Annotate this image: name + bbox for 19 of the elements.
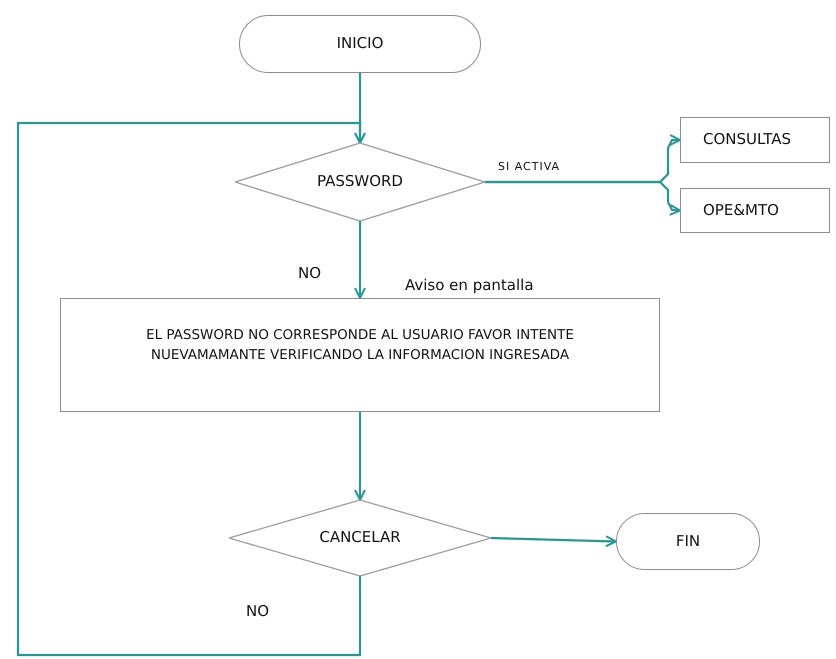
- node-label: CANCELAR: [319, 527, 401, 548]
- arrow: [490, 535, 617, 548]
- arrow: [16, 122, 366, 656]
- node-label: INICIO: [336, 33, 384, 54]
- process-box: [680, 188, 830, 233]
- edge-label: SI ACTIVA: [498, 160, 560, 173]
- arrow: [354, 221, 366, 299]
- node-label: PASSWORD: [316, 171, 403, 192]
- process-box: [680, 117, 830, 163]
- decision-diamond: [235, 143, 485, 221]
- decision-diamond: [229, 500, 491, 576]
- node-label: CONSULTAS: [703, 129, 792, 150]
- note-text: Aviso en pantalla: [405, 276, 534, 294]
- process-box: [60, 298, 660, 412]
- node-label: OPE&MTO: [703, 200, 779, 221]
- arrow: [485, 180, 681, 216]
- node-label: EL PASSWORD NO CORRESPONDE AL USUARIO FAVOR INTENTE NUEVAMAMANTE VERIFICANDO LA INFORMACION INGRESADA: [145, 326, 575, 365]
- node-label: FIN: [676, 530, 700, 552]
- arrow: [354, 412, 366, 501]
